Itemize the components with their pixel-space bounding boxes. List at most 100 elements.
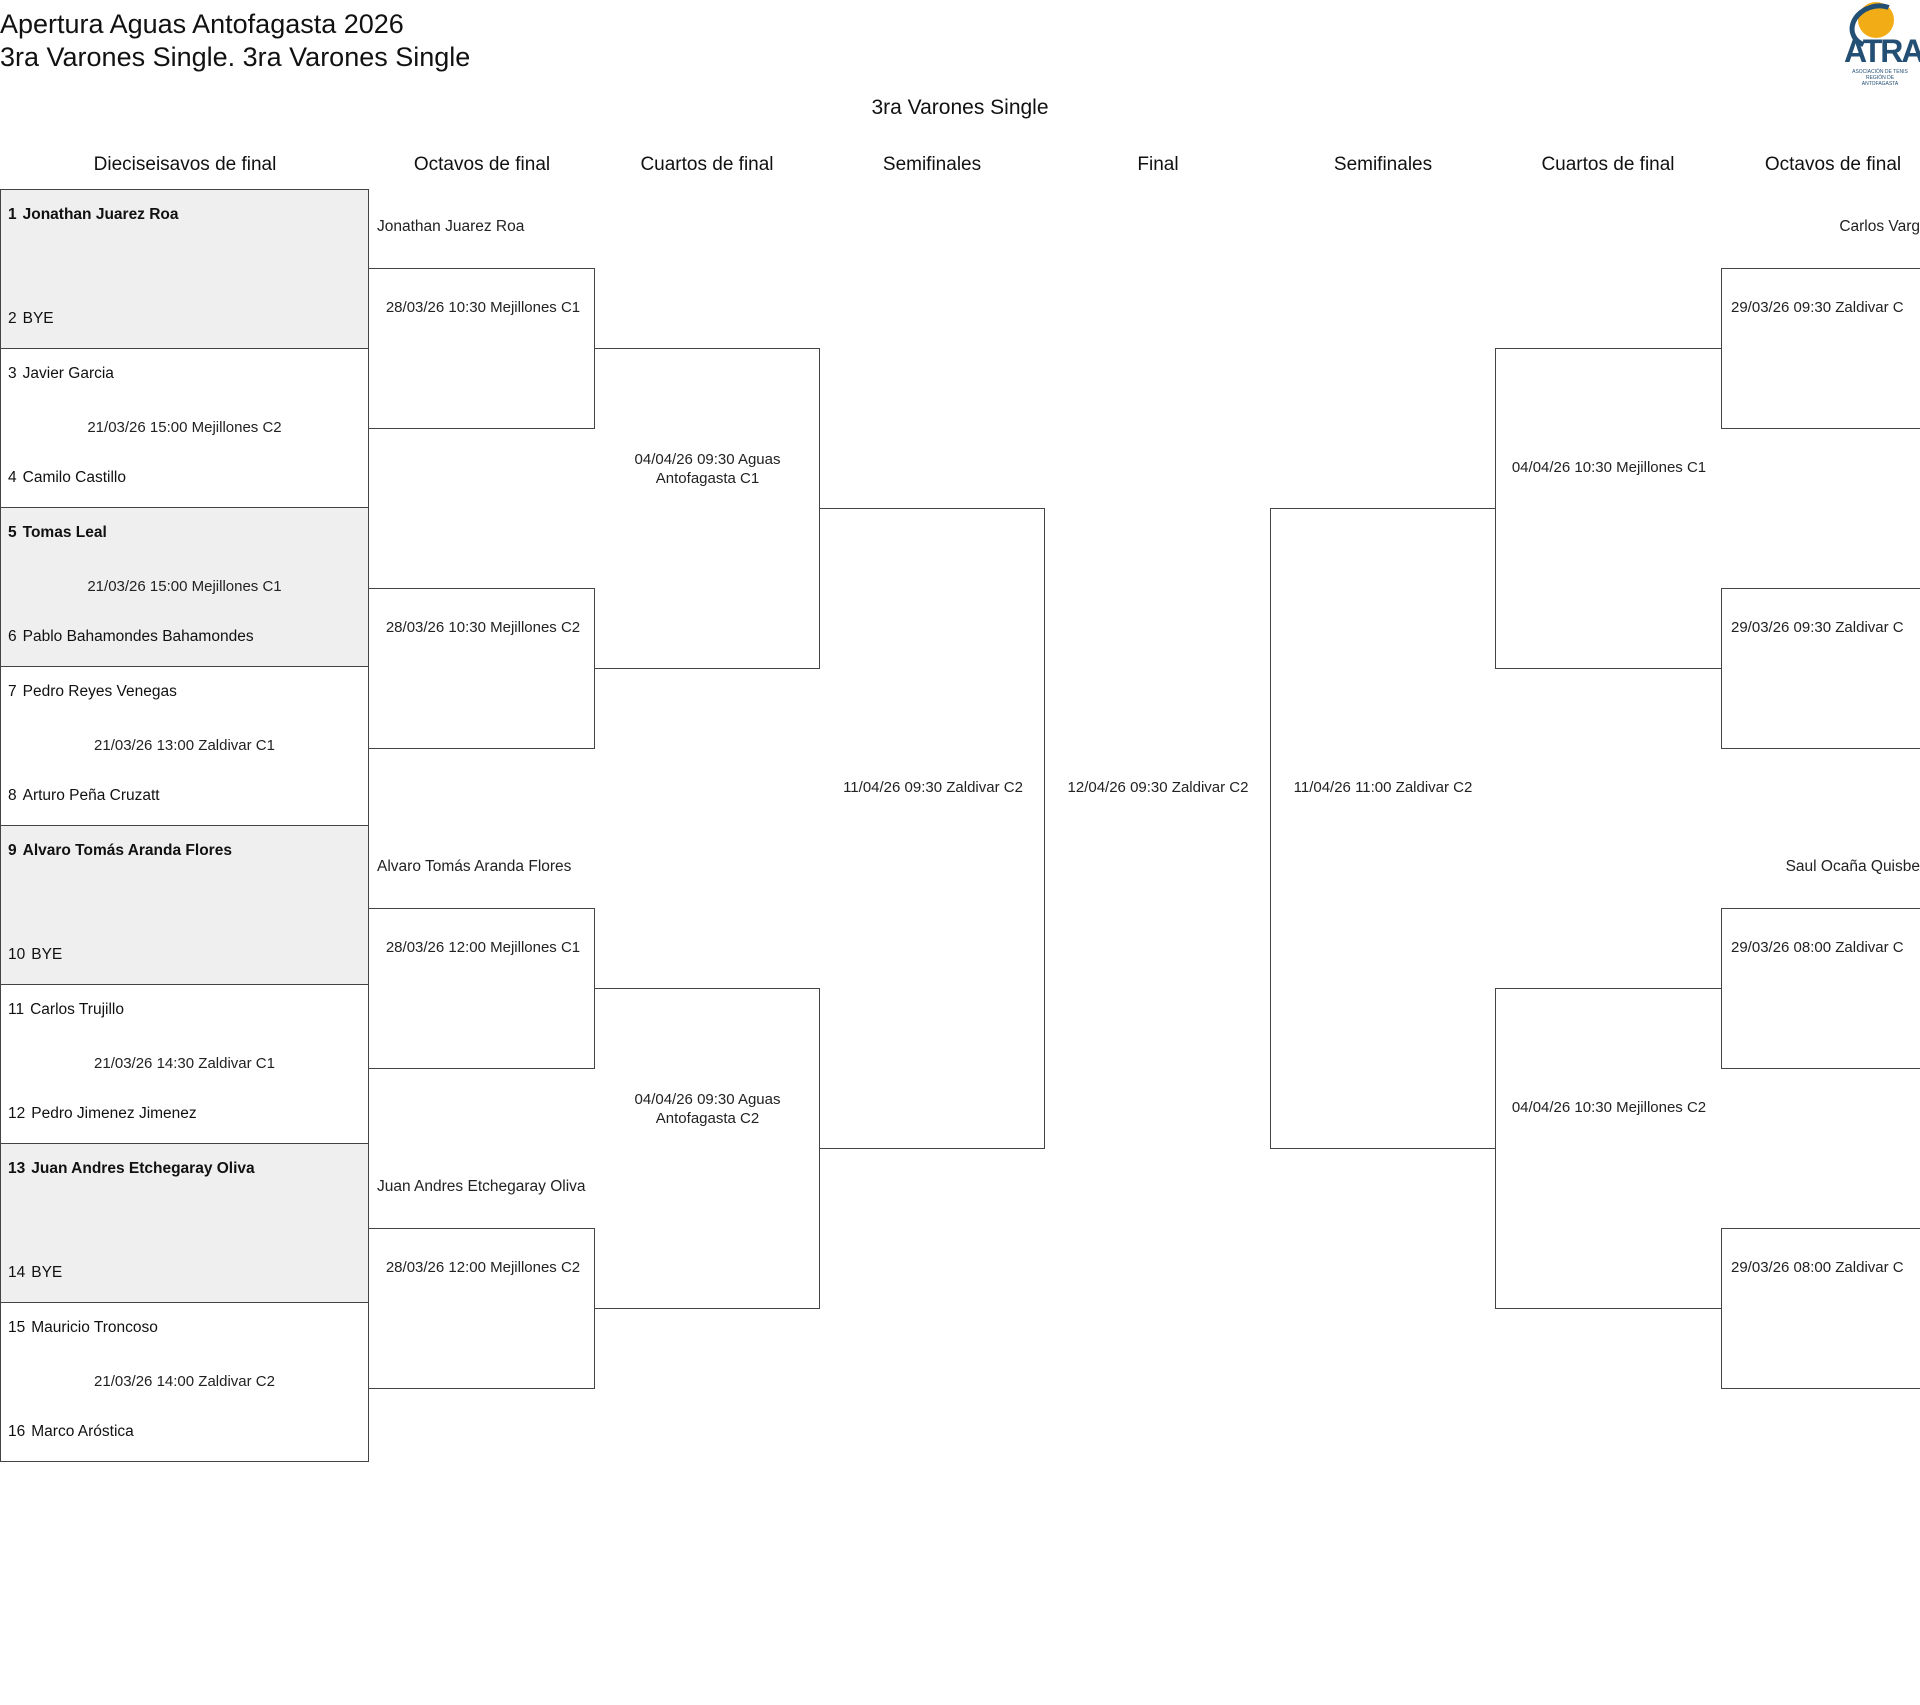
player-top[interactable]: 1 Jonathan Juarez Roa xyxy=(8,206,179,224)
logo-wordmark: ATRA xyxy=(1844,33,1920,69)
seed-number: 14 xyxy=(8,1264,26,1281)
match-schedule: 28/03/26 12:00 Mejillones C2 xyxy=(385,1259,581,1276)
round-header-1: Dieciseisavos de final xyxy=(93,154,277,175)
logo-subtext: ASOCIACIÓN DE TENIS REGIÓN DE ANTOFAGAST… xyxy=(1852,69,1908,87)
match-schedule: 21/03/26 14:30 Zaldivar C1 xyxy=(94,1055,275,1072)
seed-number: 2 xyxy=(8,310,17,327)
seed-number: 3 xyxy=(8,365,17,382)
event-subtitle: 3ra Varones Single. 3ra Varones Single xyxy=(0,42,471,72)
first-round-match: 3 Javier Garcia 4 Camilo Castillo 21/03/26 1… xyxy=(0,348,369,508)
seed-number: 9 xyxy=(8,842,17,859)
first-round-match: 9 Alvaro Tomás Aranda Flores 10 BYE xyxy=(0,825,369,985)
bracket-connector xyxy=(1495,348,1721,669)
seed-number: 6 xyxy=(8,628,17,645)
match-schedule: 11/04/26 09:30 Zaldivar C2 xyxy=(843,779,1023,796)
bracket-connector xyxy=(1721,908,1920,1069)
match-schedule: 04/04/26 10:30 Mejillones C2 xyxy=(1511,1099,1707,1116)
bracket-connector xyxy=(369,1228,595,1389)
match-schedule: 21/03/26 15:00 Mejillones C1 xyxy=(87,578,282,595)
bracket-connector xyxy=(369,588,595,749)
player-bottom[interactable]: 12 Pedro Jimenez Jimenez xyxy=(8,1105,197,1123)
round-header-2: Octavos de final xyxy=(413,154,551,175)
player-name: BYE xyxy=(31,946,63,963)
bracket-connector xyxy=(369,268,595,429)
match-schedule: 29/03/26 09:30 Zaldivar C xyxy=(1731,299,1904,316)
match-schedule: 21/03/26 13:00 Zaldivar C1 xyxy=(94,737,275,754)
bracket-connector xyxy=(1721,1228,1920,1389)
advancing-player[interactable]: Juan Andres Etchegaray Oliva xyxy=(377,1178,586,1195)
round-header-6: Semifinales xyxy=(1333,154,1433,175)
seed-number: 13 xyxy=(8,1160,26,1177)
player-bottom[interactable]: 4 Camilo Castillo xyxy=(8,469,126,487)
match-schedule: 29/03/26 09:30 Zaldivar C xyxy=(1731,619,1904,636)
seed-number: 1 xyxy=(8,206,17,223)
bracket-connector xyxy=(595,348,820,669)
bracket-connector xyxy=(595,988,820,1309)
match-schedule: 28/03/26 12:00 Mejillones C1 xyxy=(385,939,581,956)
match-schedule: 11/04/26 11:00 Zaldivar C2 xyxy=(1293,779,1473,796)
player-bottom[interactable]: 14 BYE xyxy=(8,1264,62,1282)
player-top[interactable]: 9 Alvaro Tomás Aranda Flores xyxy=(8,842,232,860)
player-name: Jonathan Juarez Roa xyxy=(22,206,179,223)
match-schedule: 04/04/26 09:30 Aguas Antofagasta C2 xyxy=(634,1091,781,1127)
player-bottom[interactable]: 6 Pablo Bahamondes Bahamondes xyxy=(8,628,254,646)
match-schedule: 29/03/26 08:00 Zaldivar C xyxy=(1731,939,1904,956)
player-name: Camilo Castillo xyxy=(22,469,126,486)
player-name: Javier Garcia xyxy=(22,365,114,382)
player-name: BYE xyxy=(31,1264,63,1281)
player-name: Pablo Bahamondes Bahamondes xyxy=(22,628,254,645)
match-schedule: 28/03/26 10:30 Mejillones C1 xyxy=(385,299,581,316)
seed-number: 16 xyxy=(8,1423,26,1440)
seed-number: 4 xyxy=(8,469,17,486)
tennis-ball-icon xyxy=(1858,2,1894,38)
player-top[interactable]: 7 Pedro Reyes Venegas xyxy=(8,683,177,701)
final-schedule: 12/04/26 09:30 Zaldivar C2 xyxy=(1067,779,1249,796)
seed-number: 15 xyxy=(8,1319,26,1336)
player-name: Carlos Trujillo xyxy=(30,1001,124,1018)
player-name: Mauricio Troncoso xyxy=(31,1319,158,1336)
bracket-connector xyxy=(1721,588,1920,749)
seed-number: 8 xyxy=(8,787,17,804)
match-schedule: 21/03/26 15:00 Mejillones C2 xyxy=(87,419,282,436)
advancing-player[interactable]: Jonathan Juarez Roa xyxy=(377,218,525,235)
player-name: Pedro Reyes Venegas xyxy=(22,683,177,700)
bracket-connector xyxy=(820,508,1045,1149)
player-name: Tomas Leal xyxy=(22,524,107,541)
match-schedule: 28/03/26 10:30 Mejillones C2 xyxy=(385,619,581,636)
seed-number: 12 xyxy=(8,1105,26,1122)
round-header-8: Octavos de final xyxy=(1764,154,1902,175)
seed-number: 10 xyxy=(8,946,26,963)
draw-title: 3ra Varones Single xyxy=(871,96,1049,119)
bracket-connector xyxy=(1721,268,1920,429)
advancing-player[interactable]: Alvaro Tomás Aranda Flores xyxy=(377,858,572,875)
player-top[interactable]: 3 Javier Garcia xyxy=(8,365,114,383)
round-header-5: Final xyxy=(1137,154,1179,175)
player-name: Alvaro Tomás Aranda Flores xyxy=(22,842,232,859)
match-schedule: 04/04/26 09:30 Aguas Antofagasta C1 xyxy=(634,451,781,487)
seed-number: 11 xyxy=(8,1001,25,1018)
bracket-connector xyxy=(1495,988,1721,1309)
tournament-title: Apertura Aguas Antofagasta 2026 xyxy=(0,9,404,39)
player-name: Pedro Jimenez Jimenez xyxy=(31,1105,197,1122)
first-round-match: 11 Carlos Trujillo 12 Pedro Jimenez Jimenez… xyxy=(0,984,369,1144)
match-schedule: 29/03/26 08:00 Zaldivar C xyxy=(1731,1259,1904,1276)
seed-number: 7 xyxy=(8,683,17,700)
round-header-4: Semifinales xyxy=(882,154,982,175)
player-bottom[interactable]: 10 BYE xyxy=(8,946,62,964)
match-schedule: 04/04/26 10:30 Mejillones C1 xyxy=(1511,459,1707,476)
player-top[interactable]: 11 Carlos Trujillo xyxy=(8,1001,124,1019)
player-top[interactable]: 15 Mauricio Troncoso xyxy=(8,1319,158,1337)
advancing-player[interactable]: Carlos Varg xyxy=(1839,218,1920,235)
advancing-player[interactable]: Saul Ocaña Quisbe xyxy=(1785,858,1920,875)
